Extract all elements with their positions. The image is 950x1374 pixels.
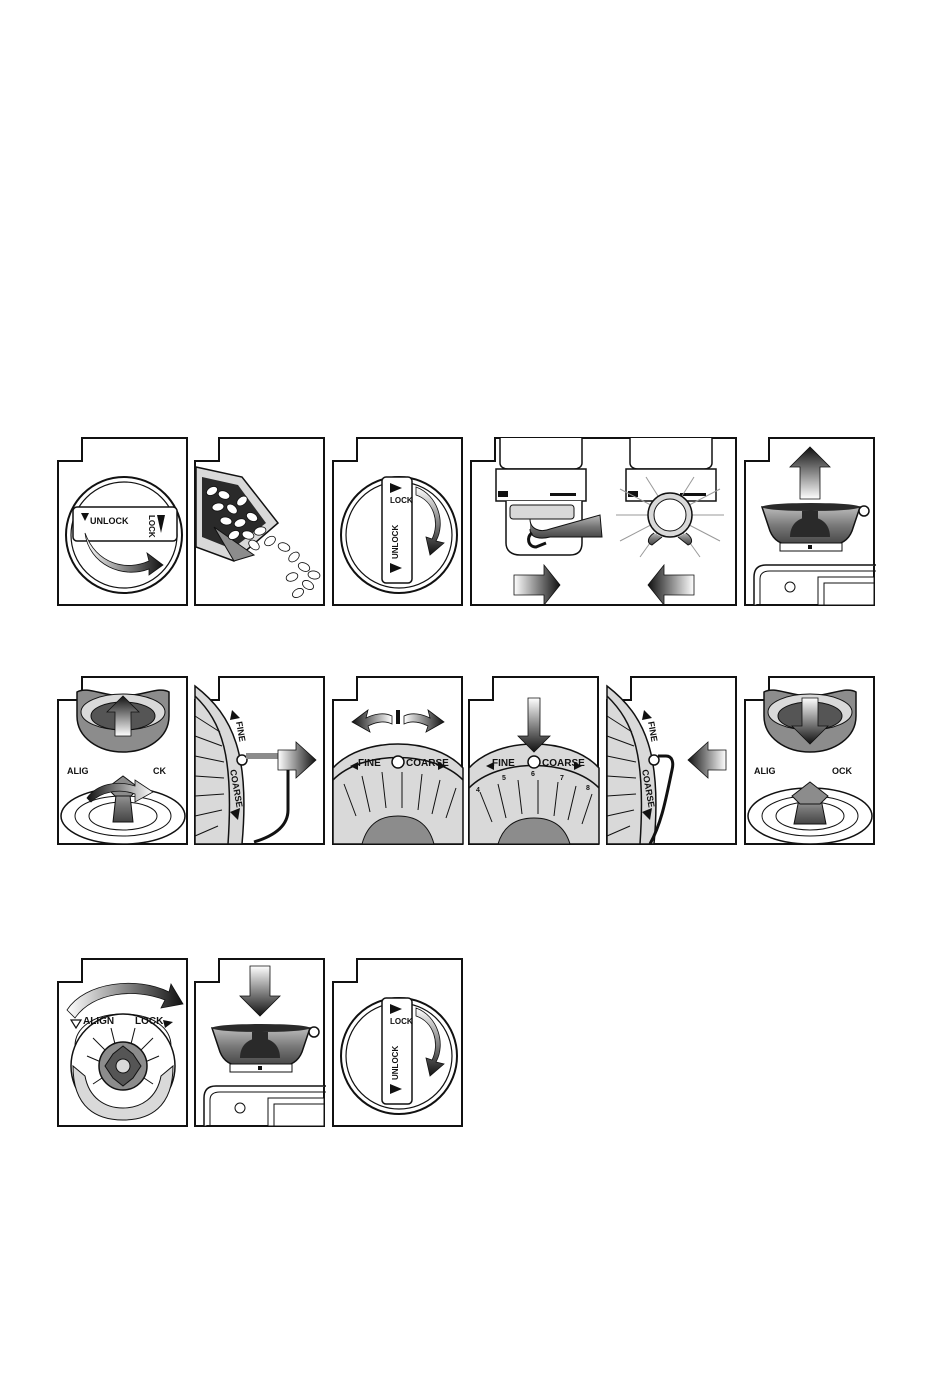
scale-number: 8 xyxy=(586,785,590,792)
unlock-label: UNLOCK xyxy=(391,525,400,559)
lock-label-partial: OCK xyxy=(832,766,853,776)
unlock-label: UNLOCK xyxy=(90,516,129,526)
lock-label: LOCK xyxy=(147,515,156,538)
scale-number: 7 xyxy=(560,775,564,782)
step-insert-portafilter-panel xyxy=(470,437,738,607)
step-insert-burr-panel: ALIG OCK xyxy=(744,676,876,846)
align-label-partial: ALIG xyxy=(754,766,776,776)
step-align-lock-panel: ALIGN LOCK xyxy=(57,958,189,1128)
align-label-partial: ALIG xyxy=(67,766,89,776)
step-lock-dial-panel: LOCK UNLOCK xyxy=(332,437,464,607)
step-push-collar-panel: FINE COARSE xyxy=(606,676,738,846)
lock-label: LOCK xyxy=(135,1016,164,1027)
step-fill-beans-panel xyxy=(194,437,326,607)
scale-number: 4 xyxy=(476,787,480,794)
coarse-label: COARSE xyxy=(406,758,449,769)
step-unlock-dial-panel: UNLOCK LOCK xyxy=(57,437,189,607)
fine-label: FINE xyxy=(358,758,381,769)
scale-number: 6 xyxy=(531,771,535,778)
step-replace-hopper-panel xyxy=(194,958,326,1128)
lock-label-partial: CK xyxy=(153,766,166,776)
step-relock-dial-panel: LOCK UNLOCK xyxy=(332,958,464,1128)
lock-label: LOCK xyxy=(390,496,413,505)
step-set-grind-panel: FINE COARSE 4 5 6 7 8 xyxy=(468,676,600,846)
coarse-label: COARSE xyxy=(542,758,585,769)
step-remove-hopper-panel xyxy=(744,437,876,607)
step-pull-collar-panel: FINE COARSE xyxy=(194,676,326,846)
align-label: ALIGN xyxy=(83,1016,114,1027)
scale-number: 5 xyxy=(502,775,506,782)
step-remove-burr-panel: ALIG CK xyxy=(57,676,189,846)
lock-label: LOCK xyxy=(390,1017,413,1026)
unlock-label: UNLOCK xyxy=(391,1046,400,1080)
fine-label: FINE xyxy=(492,758,515,769)
step-rotate-collar-panel: FINE COARSE xyxy=(332,676,464,846)
